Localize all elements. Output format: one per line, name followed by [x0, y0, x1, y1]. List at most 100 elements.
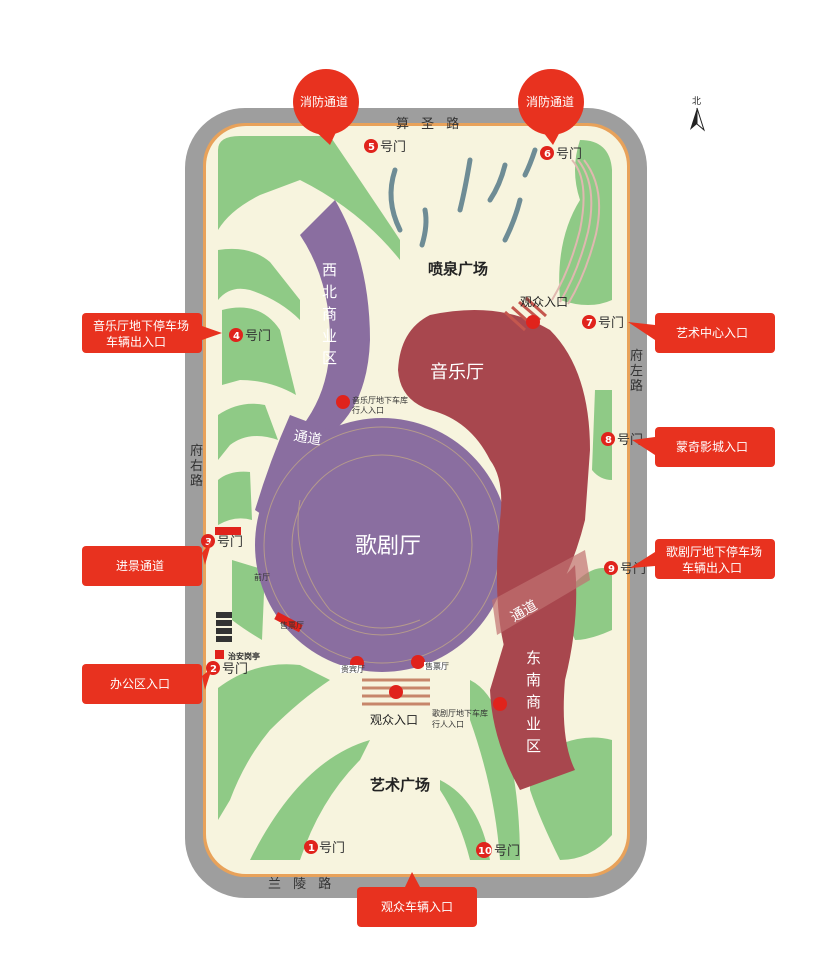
tag-left-label: 贵宾厅 [341, 664, 365, 674]
svg-text:音乐厅地下停车场: 音乐厅地下停车场 [93, 318, 189, 333]
callout-office[interactable]: 办公区入口 [82, 664, 212, 704]
svg-text:9: 9 [608, 564, 615, 575]
svg-text:进景通道: 进景通道 [116, 559, 164, 573]
music-hall [398, 310, 590, 650]
svg-text:艺术中心入口: 艺术中心入口 [676, 325, 748, 340]
svg-text:号门: 号门 [617, 433, 643, 448]
tag-bizhu [274, 612, 303, 633]
road-right-2: 左 [630, 364, 647, 379]
svg-text:西: 西 [322, 261, 337, 279]
arrow-icon [389, 685, 403, 699]
passage-west-label: 通道 [292, 428, 322, 449]
gate-4[interactable]: 4 号门 [229, 328, 271, 344]
svg-text:号门: 号门 [598, 316, 624, 331]
svg-text:6: 6 [544, 149, 551, 160]
northwest-strip [290, 200, 370, 470]
road-bottom: 兰 陵 路 [268, 876, 335, 892]
security-booth-label: 治安岗亭 [228, 651, 260, 661]
road-top: 算 圣 路 [396, 116, 463, 132]
svg-text:2: 2 [210, 664, 217, 675]
svg-text:北: 北 [322, 283, 337, 301]
svg-text:号门: 号门 [380, 140, 406, 155]
tag-side-label: 前厅 [254, 572, 270, 582]
road-left-1: 府 [190, 444, 207, 459]
audience-entry-bottom-label: 观众入口 [370, 713, 418, 727]
fountain-square-label: 喷泉广场 [428, 260, 488, 278]
road-right-3: 路 [630, 378, 647, 394]
music-parking-ped-label-2: 行人入口 [352, 405, 384, 415]
svg-text:10: 10 [478, 846, 492, 857]
svg-text:车辆出入口: 车辆出入口 [682, 560, 742, 575]
svg-text:北: 北 [692, 96, 701, 107]
gate-7[interactable]: 7 号门 [582, 315, 624, 331]
callout-art-center[interactable]: 艺术中心入口 [628, 313, 775, 353]
arrow-icon [411, 655, 425, 669]
truck-icon [215, 527, 241, 535]
callout-fire-right[interactable]: 消防通道 [518, 69, 584, 145]
music-hall-label: 音乐厅 [430, 362, 484, 383]
svg-text:1: 1 [308, 843, 315, 854]
arrow-icon [336, 395, 350, 409]
svg-text:号门: 号门 [245, 329, 271, 344]
svg-text:号门: 号门 [217, 535, 243, 550]
svg-text:号门: 号门 [222, 662, 248, 677]
north-arrow-icon: 北 [690, 96, 706, 132]
gate-10[interactable]: 10 号门 [476, 842, 520, 859]
road-left-2: 右 [190, 459, 207, 474]
gate-3[interactable]: 3 号门 [201, 534, 243, 550]
svg-text:办公区入口: 办公区入口 [110, 676, 170, 691]
audience-entry-top-label: 观众入口 [520, 295, 568, 309]
parking-icons [216, 612, 232, 642]
svg-text:号门: 号门 [319, 841, 345, 856]
svg-text:4: 4 [233, 331, 240, 342]
callout-opera-parking[interactable]: 歌剧厅地下停车场 车辆出入口 [630, 539, 775, 579]
gate-5[interactable]: 5 号门 [364, 139, 406, 155]
callout-cinema[interactable]: 蒙奇影城入口 [632, 427, 775, 467]
art-square-label: 艺术广场 [370, 776, 430, 794]
lawns [218, 136, 612, 860]
svg-text:3: 3 [205, 537, 212, 548]
svg-text:业: 业 [322, 327, 337, 345]
southeast-strip [490, 565, 577, 790]
svg-text:号门: 号门 [494, 844, 520, 859]
callout-scenic-passage[interactable]: 进景通道 [82, 540, 212, 586]
svg-text:5: 5 [368, 142, 375, 153]
passage-east [492, 550, 590, 635]
security-booth-icon [215, 650, 224, 659]
svg-text:商: 商 [322, 305, 337, 323]
ramp-6 [551, 159, 601, 305]
southeast-zone-label: 东 南 商 业 区 [526, 649, 541, 755]
svg-text:消防通道: 消防通道 [526, 94, 574, 109]
tag-left [340, 665, 362, 673]
svg-text:区: 区 [526, 737, 541, 755]
svg-text:消防通道: 消防通道 [300, 94, 348, 109]
svg-text:观众车辆入口: 观众车辆入口 [381, 899, 453, 914]
road-left-3: 路 [190, 473, 207, 489]
svg-text:号门: 号门 [556, 147, 582, 162]
svg-text:业: 业 [526, 715, 541, 733]
svg-text:商: 商 [526, 693, 541, 711]
gate-8[interactable]: 8 号门 [601, 432, 643, 448]
svg-text:歌剧厅地下停车场: 歌剧厅地下停车场 [666, 544, 762, 559]
callout-music-parking[interactable]: 音乐厅地下停车场 车辆出入口 [82, 313, 222, 353]
callout-fire-left[interactable]: 消防通道 [293, 69, 359, 145]
svg-text:南: 南 [526, 671, 541, 689]
arrow-icon [493, 697, 507, 711]
svg-text:车辆出入口: 车辆出入口 [106, 334, 166, 349]
gate-6[interactable]: 6 号门 [540, 146, 582, 162]
svg-text:区: 区 [322, 349, 337, 367]
fountain-arcs [388, 147, 538, 248]
callout-audience-vehicle[interactable]: 观众车辆入口 [357, 872, 477, 927]
music-parking-ped-label-1: 音乐厅地下车库 [352, 395, 408, 405]
gate-2[interactable]: 2 号门 [206, 661, 248, 677]
svg-text:8: 8 [605, 435, 612, 446]
northwest-zone-label: 西 北 商 业 区 [322, 261, 337, 367]
tag-right-label: 售票厅 [425, 661, 449, 671]
svg-text:7: 7 [586, 318, 593, 329]
opera-hall-label: 歌剧厅 [355, 534, 421, 559]
road-right-1: 府 [630, 349, 647, 364]
gate-1[interactable]: 1 号门 [304, 840, 345, 856]
opera-parking-ped-label-2: 行人入口 [432, 719, 464, 729]
arrow-icon [526, 315, 540, 329]
